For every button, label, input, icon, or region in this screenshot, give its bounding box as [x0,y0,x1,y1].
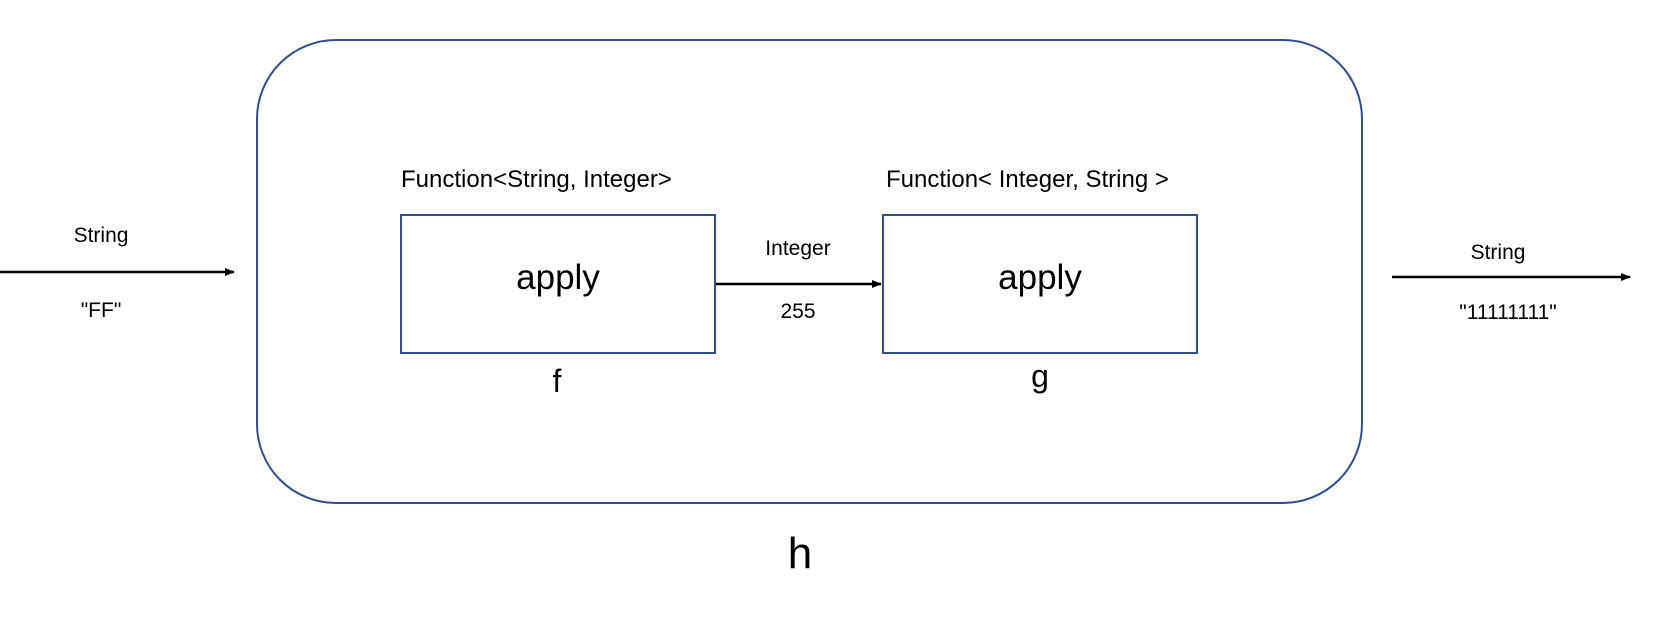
function-f-box: apply [400,214,716,354]
function-f-signature: Function<String, Integer> [401,166,672,193]
composite-function-h-container [256,39,1363,504]
function-f-apply-label: apply [516,257,600,297]
function-f-name: f [552,363,562,399]
input-value-label: "FF" [80,299,122,322]
intermediate-value-label: 255 [780,300,816,323]
function-g-name: g [1031,358,1049,394]
output-value-label: "11111111" [1459,301,1557,324]
function-g-signature: Function< Integer, String > [886,166,1169,193]
input-type-label: String [73,224,129,247]
composite-function-name: h [787,529,813,578]
function-g-apply-label: apply [998,257,1082,297]
intermediate-type-label: Integer [765,237,831,260]
function-g-box: apply [882,214,1198,354]
output-type-label: String [1470,241,1526,264]
